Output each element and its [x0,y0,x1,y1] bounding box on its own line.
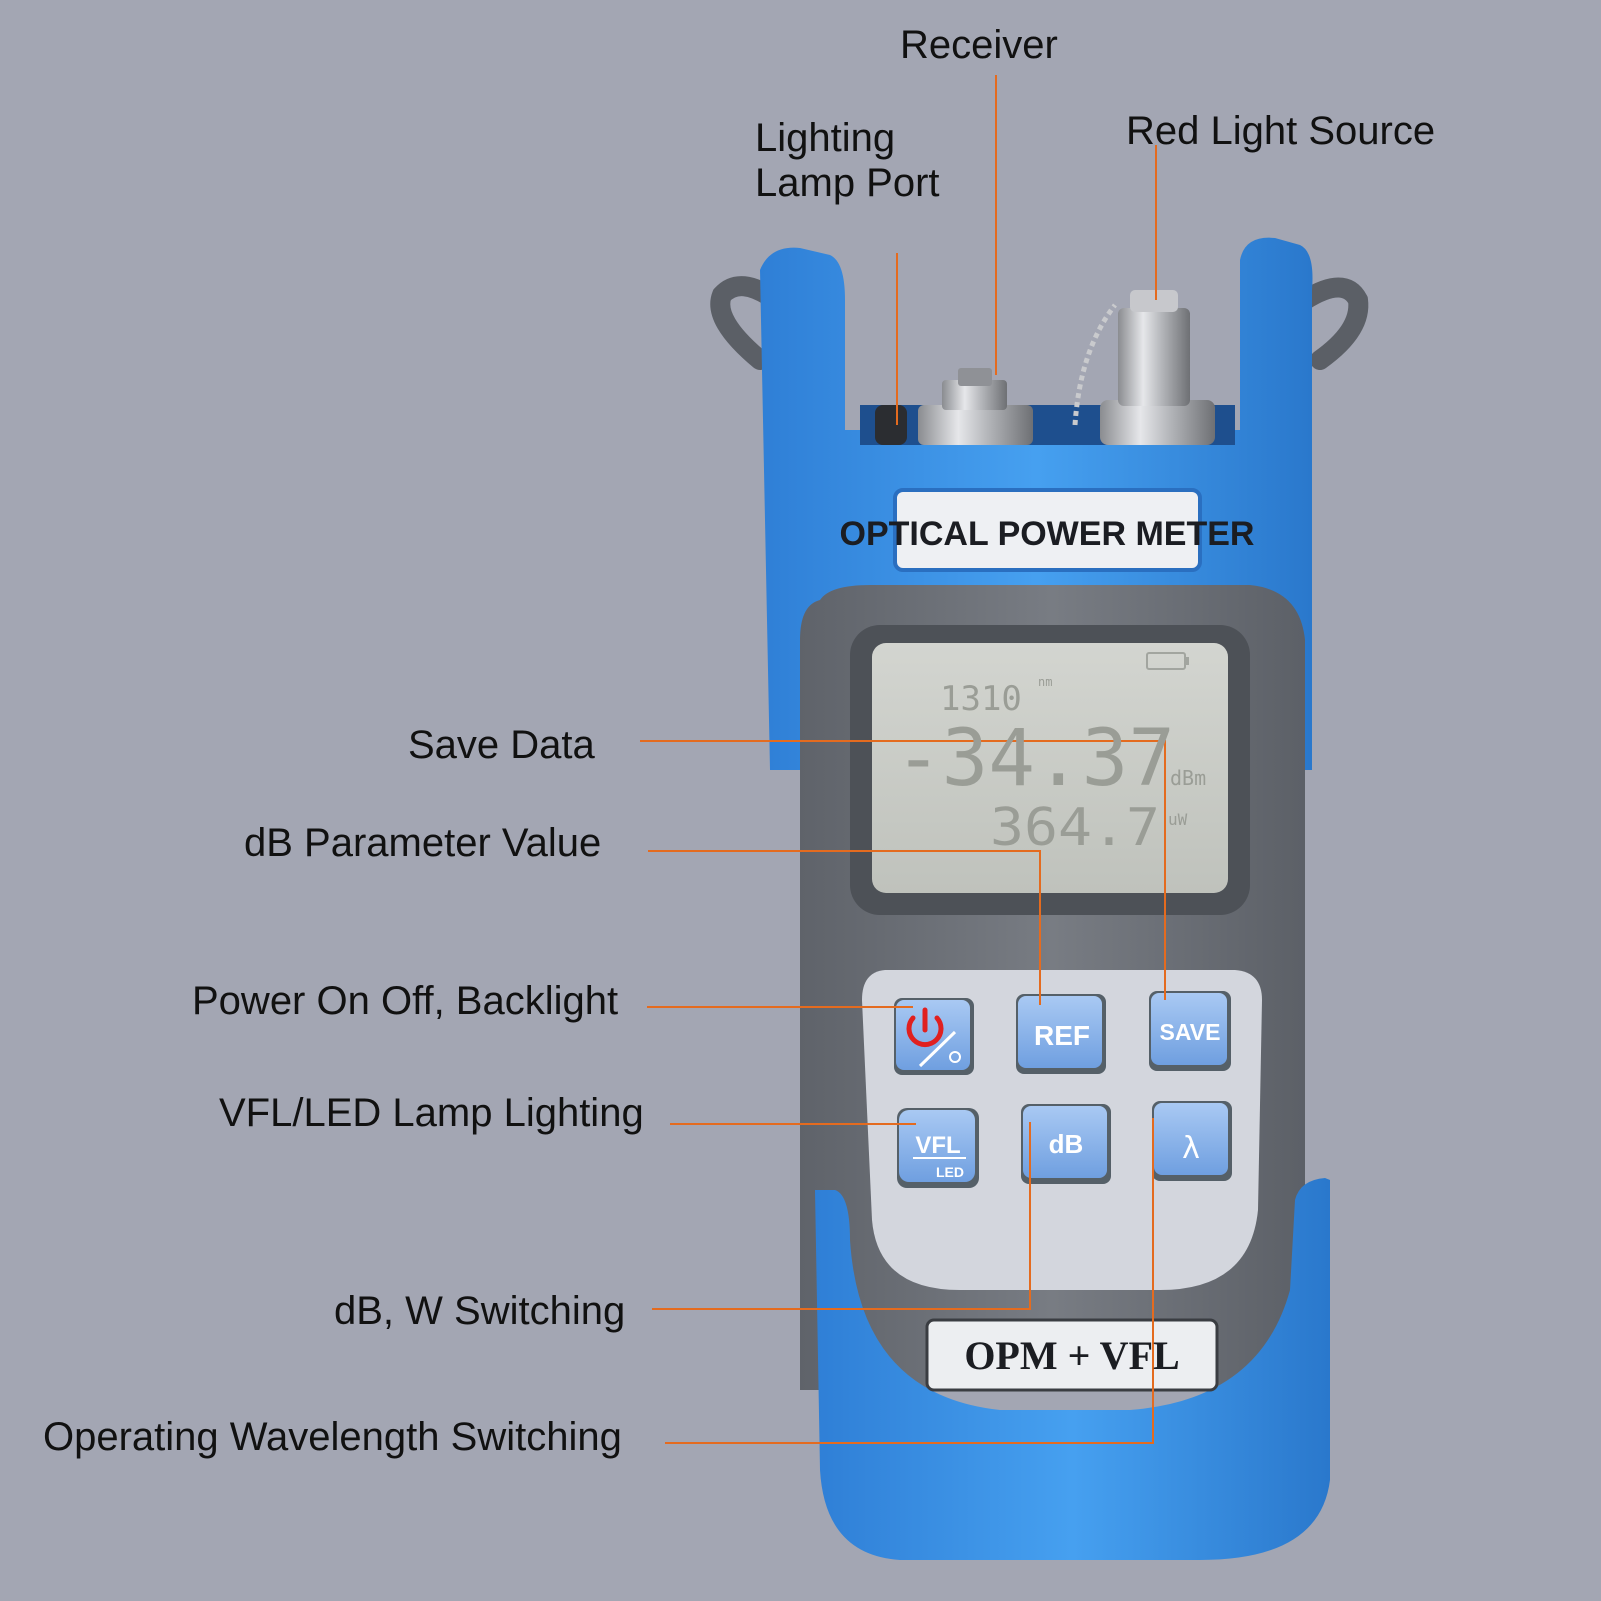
lambda-button-label: λ [1182,1131,1200,1166]
power-backlight-button[interactable] [894,998,974,1075]
callout-lamp-port-line-2: Lamp Port [755,161,940,205]
red-light-source-connector [1100,290,1215,445]
db-button[interactable] [1021,1104,1111,1184]
lcd-dbm-unit: dBm [1170,766,1206,790]
blue-bottom-shell [815,1178,1330,1560]
callout-lighting-line-1: Lighting [755,116,896,160]
wavelength-button[interactable] [1152,1101,1232,1181]
save-button-label: SAVE [1160,1019,1221,1045]
strap-loop-left [710,276,785,370]
receiver-connector [918,368,1033,445]
strap-loop-right [1295,277,1369,370]
ref-button-label: REF [1034,1020,1090,1051]
power-icon [906,1015,944,1048]
lcd-power-dbm: -34.37 [895,714,1175,804]
db-button-label: dB [1049,1129,1084,1159]
leader-db-parameter [648,850,1041,1005]
leader-save-data [640,740,1166,1000]
leader-db-w [652,1122,1031,1310]
backlight-icon [949,1051,961,1063]
vfl-led-button[interactable] [897,1108,979,1188]
callout-receiver: Receiver [900,23,1058,67]
leader-wavelength [665,1118,1154,1444]
battery-tip [1185,657,1189,665]
callout-save-data: Save Data [408,723,595,767]
callout-red-light-source: Red Light Source [1126,109,1436,153]
lcd-wavelength-unit: nm [1038,675,1052,689]
vfl-button-label: VFL [915,1132,960,1159]
callout-power-on-off: Power On Off, Backlight [192,979,619,1023]
callout-db-parameter-value: dB Parameter Value [244,821,602,865]
callout-operating-wavelength: Operating Wavelength Switching [43,1415,622,1459]
lcd-screen [872,643,1228,893]
callout-db-w-switching: dB, W Switching [334,1289,626,1333]
top-label-text: OPTICAL POWER METER [840,515,1255,553]
bottom-label-text: OPM + VFL [964,1333,1179,1378]
leader-lines [640,75,1166,1444]
lighting-lamp-port [875,405,907,445]
lcd-power-w: 364.7 [990,798,1160,858]
bottom-label-plate [925,1318,1219,1392]
led-button-label: LED [936,1164,964,1180]
top-label-plate [893,488,1202,572]
ref-button[interactable] [1016,994,1106,1074]
callout-vfl-led: VFL/LED Lamp Lighting [219,1091,644,1135]
lcd-wavelength: 1310 [940,679,1022,719]
save-button[interactable] [1149,991,1231,1071]
lcd-w-unit: uW [1168,810,1188,829]
